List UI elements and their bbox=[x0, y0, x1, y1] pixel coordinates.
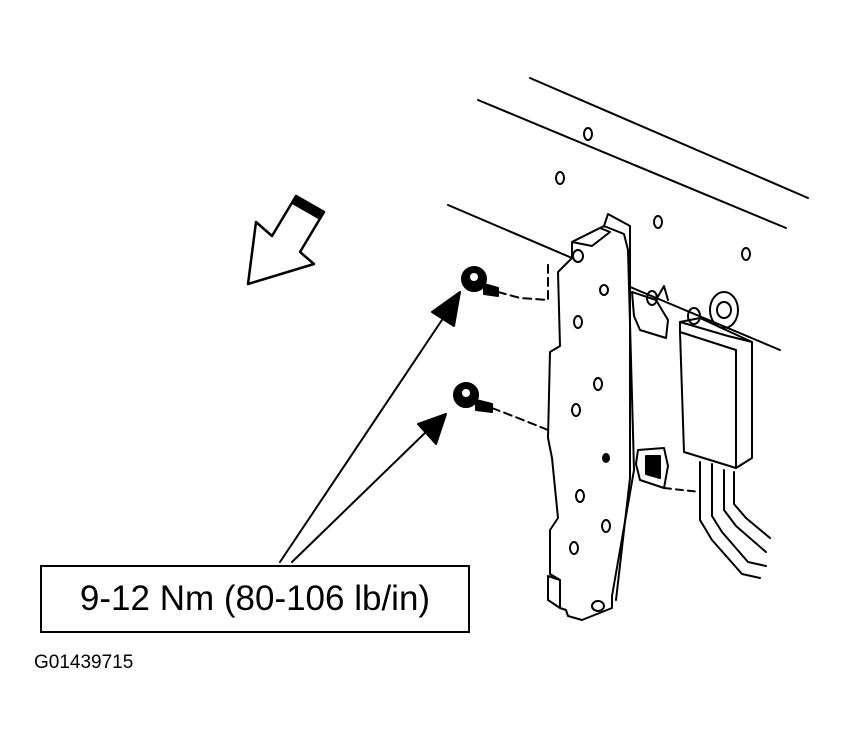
mounting-bracket bbox=[547, 213, 635, 621]
leader-arrows bbox=[279, 291, 461, 563]
vehicle-panel bbox=[447, 77, 809, 351]
upper-bolt bbox=[461, 261, 549, 301]
torque-spec-callout: 9-12 Nm (80-106 lb/in) bbox=[40, 565, 470, 633]
lower-bolt bbox=[453, 382, 549, 431]
wiring-harness bbox=[663, 461, 771, 579]
lower-clip bbox=[635, 447, 669, 489]
figure-id: G01439715 bbox=[34, 652, 134, 673]
module bbox=[679, 291, 753, 469]
upper-clip bbox=[631, 285, 669, 339]
front-direction-arrow-icon bbox=[246, 194, 326, 286]
torque-spec-text: 9-12 Nm (80-106 lb/in) bbox=[79, 579, 431, 618]
